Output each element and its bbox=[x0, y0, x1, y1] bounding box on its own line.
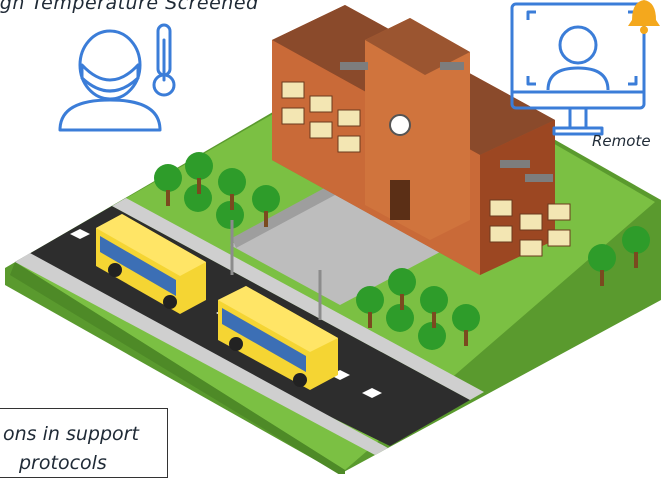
plaza bbox=[230, 185, 440, 305]
masked-person-thermometer-icon bbox=[58, 23, 176, 132]
remote-label: Remote bbox=[592, 132, 651, 150]
caption-line-2: protocols bbox=[19, 452, 107, 474]
bus-back bbox=[96, 214, 206, 314]
notification-bell-icon bbox=[628, 0, 660, 34]
school-building bbox=[272, 5, 571, 275]
trees bbox=[154, 152, 650, 350]
lamp-posts bbox=[230, 220, 322, 320]
caption-box: ons in support protocols bbox=[0, 408, 168, 478]
bus-front bbox=[218, 286, 338, 390]
tree-trunks bbox=[166, 178, 638, 346]
temperature-screening-label: igh Temperature Screened bbox=[0, 0, 259, 14]
caption-line-1: ons in support bbox=[3, 423, 139, 445]
